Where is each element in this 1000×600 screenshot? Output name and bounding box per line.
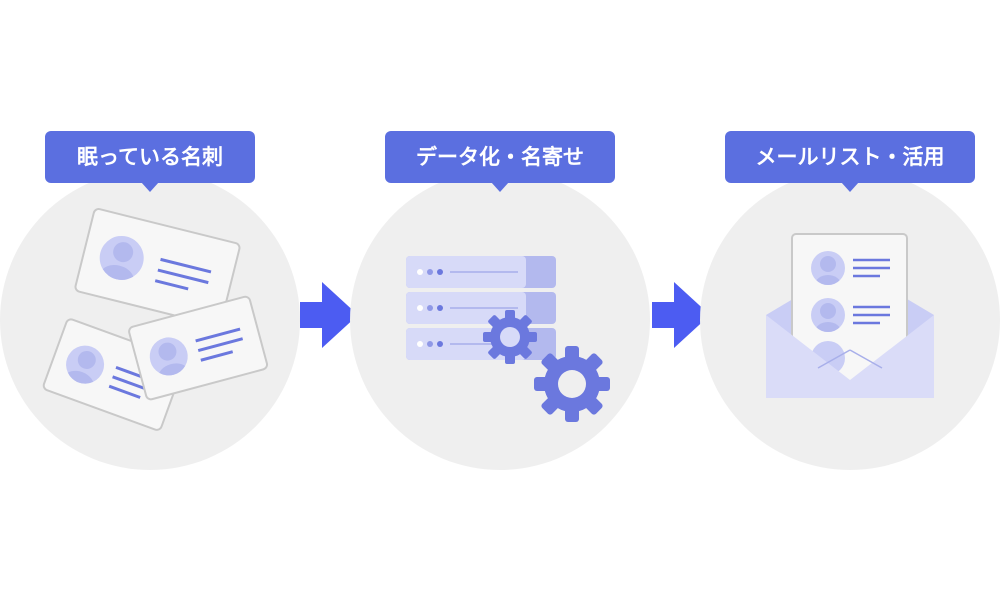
flow-arrow-1-icon — [300, 282, 358, 348]
flow-arrow-2-icon — [652, 282, 710, 348]
business-cards-icon — [42, 208, 269, 431]
database-gears-icon — [406, 256, 610, 422]
step-3-label: メールリスト・活用 — [725, 131, 975, 192]
mail-list-icon — [766, 233, 934, 398]
step-1-label: 眠っている名刺 — [45, 131, 255, 192]
step-2-label: データ化・名寄せ — [385, 131, 615, 192]
